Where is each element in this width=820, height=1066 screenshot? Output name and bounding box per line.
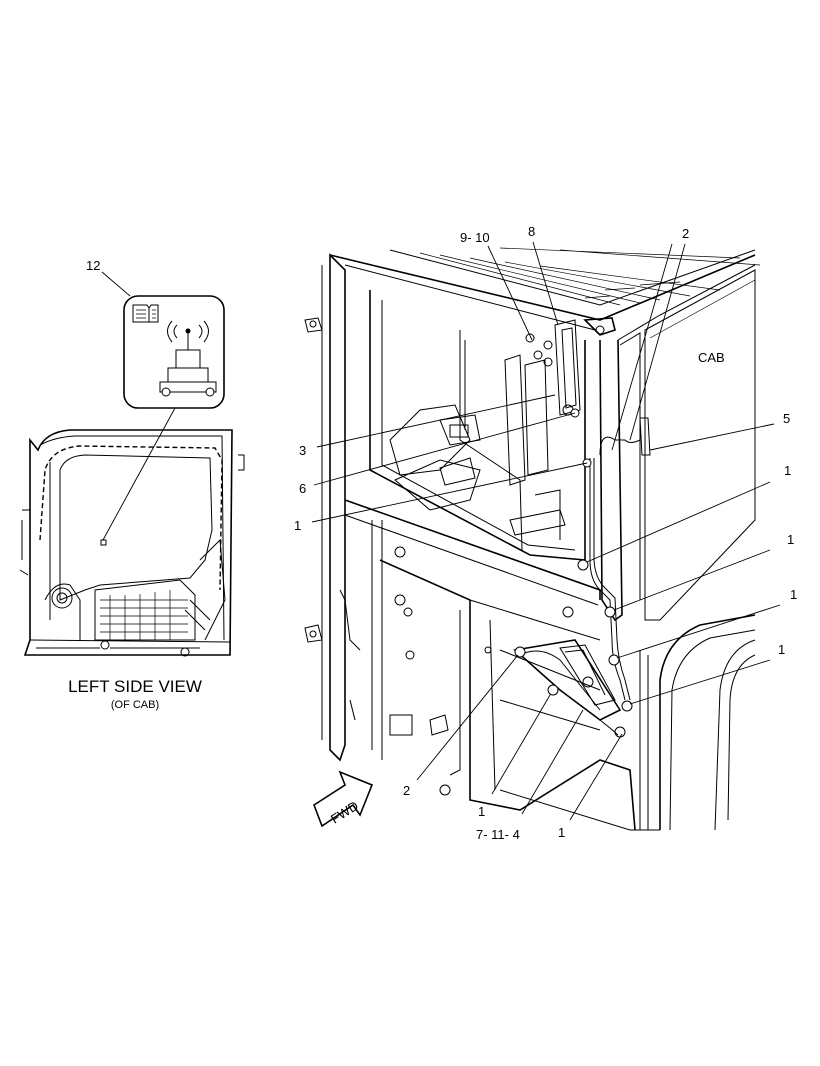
- callout-1-bottom-2: 1: [558, 825, 565, 840]
- callout-1-right-2: 1: [787, 532, 794, 547]
- callout-5: 5: [783, 411, 790, 426]
- callout-1-right-3: 1: [790, 587, 797, 602]
- view-subcaption: (OF CAB): [111, 699, 159, 711]
- cab-main-view: [304, 247, 761, 831]
- book-icon: [132, 304, 159, 323]
- callout-9-10: 9- 10: [460, 230, 490, 245]
- callout-12: 12: [86, 258, 100, 273]
- callout-2-bottom: 2: [403, 783, 410, 798]
- callout-1-right-1: 1: [784, 463, 791, 478]
- callout-7-11-4: 7- 11- 4: [476, 827, 520, 842]
- callout-1-bottom-1: 1: [478, 804, 485, 819]
- callout-3: 3: [299, 443, 306, 458]
- callout-1-left: 1: [294, 518, 301, 533]
- radio-icon-box: [123, 295, 225, 409]
- cab-label: CAB: [698, 350, 725, 365]
- fwd-label: FWD: [328, 798, 361, 827]
- view-caption: LEFT SIDE VIEW: [68, 677, 202, 696]
- forward-arrow-icon: [313, 770, 374, 828]
- callout-2-top: 2: [682, 226, 689, 241]
- left-side-view: [19, 429, 245, 657]
- callout-8: 8: [528, 224, 535, 239]
- callout-6: 6: [299, 481, 306, 496]
- antenna-icon: [159, 320, 217, 397]
- callout-1-right-4: 1: [778, 642, 785, 657]
- leader-lines: [101, 241, 781, 821]
